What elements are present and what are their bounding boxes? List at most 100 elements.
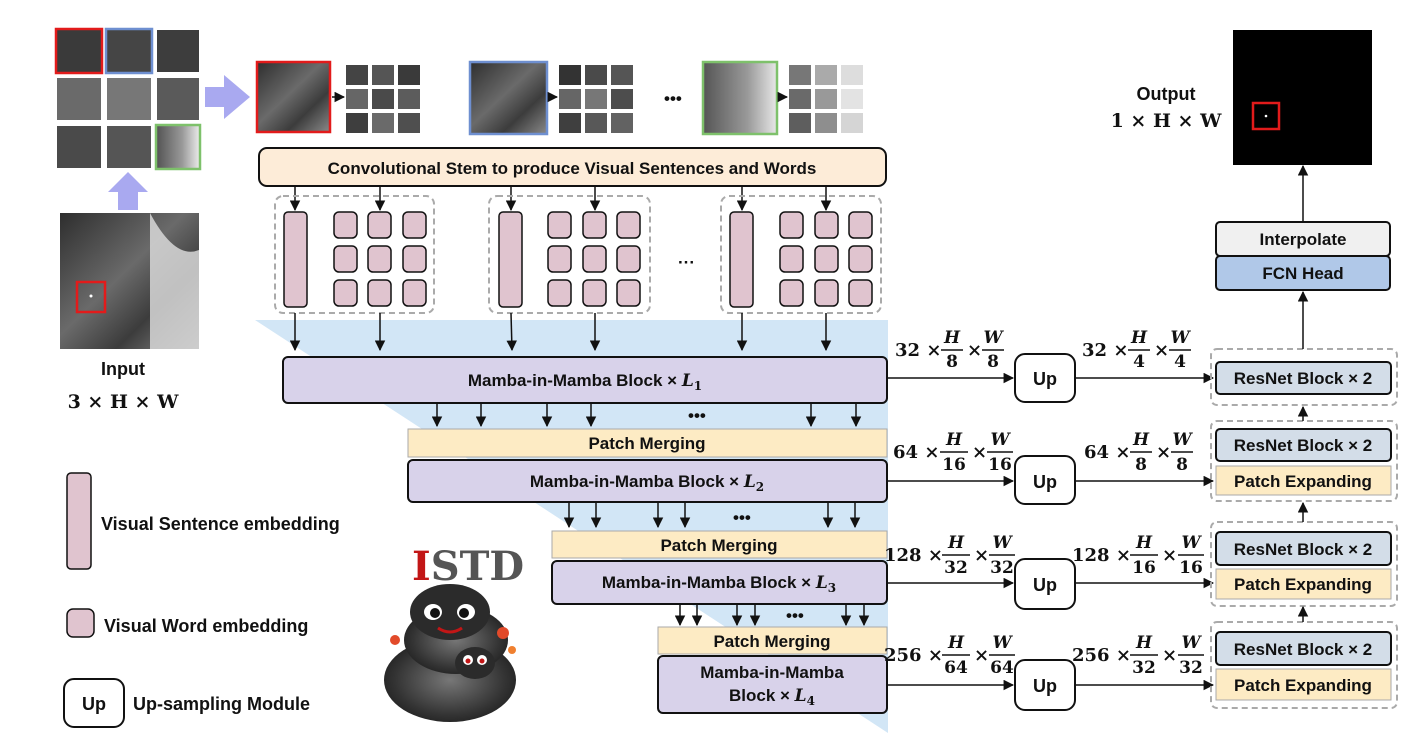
svg-text:4: 4 [1133,352,1145,372]
svg-text:W: W [990,430,1011,450]
decoder-stage-1: ResNet Block × 2 [1210,348,1398,406]
patch-merging-2-label: Patch Merging [660,536,777,555]
decoder-stage-4: ResNet Block × 2 Patch Expanding [1210,621,1398,709]
svg-text:H: H [945,430,963,450]
up-module-2: Up [1014,455,1076,505]
legend-up-symbol: Up [82,694,106,714]
svg-text:×: × [974,545,989,566]
svg-text:W: W [1181,533,1202,553]
interpolate-box [1215,221,1391,257]
embedding-group-1 [274,195,435,314]
svg-text:32: 32 [990,558,1014,578]
svg-text:W: W [1172,430,1193,450]
decoder-stage-3: ResNet Block × 2 Patch Expanding [1210,521,1398,607]
svg-text:Up: Up [1033,369,1057,389]
svg-text:H: H [947,533,965,553]
dim-left-2: 64 × H 16 × W 16 [893,430,1013,475]
mim2-down-arrows [563,502,861,529]
svg-text:16: 16 [988,455,1012,475]
convolutional-stem-box [258,147,887,187]
svg-text:32: 32 [944,558,968,578]
legend-word-swatch [66,608,95,638]
svg-text:×: × [972,442,987,463]
legend-sentence-label: Visual Sentence embedding [101,514,340,534]
interpolate-label: Interpolate [1260,230,1347,249]
svg-text:Patch Expanding: Patch Expanding [1234,472,1372,491]
patch-merging-1 [407,428,888,458]
svg-text:×: × [967,340,982,361]
svg-text:64: 64 [990,658,1014,678]
input-target-box [75,280,107,314]
istd-logo: ISTD [384,543,524,722]
svg-text:ResNet Block × 2: ResNet Block × 2 [1234,369,1372,388]
patch-ellipsis: ••• [664,89,682,108]
svg-text:4: 4 [1174,352,1186,372]
input-shape: 3 × H × W [68,391,179,413]
group-ellipsis: ··· [678,253,695,272]
svg-text:×: × [1154,340,1169,361]
up-module-3: Up [1014,558,1076,610]
output-title: Output [1137,84,1196,104]
svg-text:W: W [1181,633,1202,653]
mim-block-1-label: Mamba-in-Mamba Block × L1 [468,371,702,393]
up-module-1: Up [1014,353,1076,403]
svg-text:W: W [1170,328,1191,348]
svg-text:8: 8 [1135,455,1147,475]
mim-block-4-label-line1: Mamba-in-Mamba [700,663,844,682]
stem-arrows [289,186,832,212]
legend-sentence-swatch [66,472,92,570]
dim-left-4: 256 × H 64 × W 64 [884,633,1015,678]
mim3-down-arrows [674,604,870,627]
dim-right-1: 32 × H 4 × W 4 [1082,328,1191,372]
svg-text:8: 8 [1176,455,1188,475]
ellipsis-2: ••• [733,508,751,527]
svg-text:ResNet Block × 2: ResNet Block × 2 [1234,436,1372,455]
svg-text:Patch Expanding: Patch Expanding [1234,676,1372,695]
output-image [1233,30,1372,165]
legend: Visual Sentence embedding Visual Word em… [63,472,340,728]
embedding-group-3 [720,195,882,314]
mim-block-2-label: Mamba-in-Mamba Block × L2 [530,472,764,494]
svg-text:32 ×: 32 × [1082,340,1128,361]
patch-merging-2 [551,530,888,559]
output-shape: 1 × H × W [1111,110,1222,132]
embedding-group-2 [488,195,651,314]
svg-text:Up: Up [1033,472,1057,492]
svg-text:Up: Up [1033,575,1057,595]
skip-arrows [887,372,1215,691]
input-patch-grid [54,27,202,171]
svg-text:256 ×: 256 × [1072,645,1131,666]
svg-text:W: W [992,633,1013,653]
embedding-arrows [289,312,832,352]
mim1-down-arrows [431,403,862,428]
decoder-stage-2: ResNet Block × 2 Patch Expanding [1210,420,1398,502]
svg-text:32 ×: 32 × [895,340,941,361]
svg-text:H: H [1135,533,1153,553]
svg-text:ResNet Block × 2: ResNet Block × 2 [1234,540,1372,559]
svg-text:H: H [1135,633,1153,653]
ellipsis-3: ••• [786,606,804,625]
svg-text:64 ×: 64 × [893,442,939,463]
svg-text:×: × [974,645,989,666]
svg-text:128 ×: 128 × [1072,545,1131,566]
legend-up-label: Up-sampling Module [133,694,310,714]
mim-block-4-label-line2: Block × L4 [729,686,815,708]
svg-text:×: × [1162,645,1177,666]
sentence-patches: ••• [255,60,863,136]
patch-merging-3-label: Patch Merging [713,632,830,651]
dim-right-2: 64 × H 8 × W 8 [1084,430,1193,475]
dim-right-3: 128 × H 16 × W 16 [1072,533,1204,578]
svg-text:256 ×: 256 × [884,645,943,666]
svg-text:16: 16 [1132,558,1156,578]
svg-text:W: W [992,533,1013,553]
dim-left-3: 128 × H 32 × W 32 [884,533,1015,578]
output-target-box [1251,101,1281,131]
svg-text:×: × [1156,442,1171,463]
svg-text:8: 8 [987,352,999,372]
svg-text:W: W [983,328,1004,348]
svg-text:ResNet Block × 2: ResNet Block × 2 [1234,640,1372,659]
patch-merging-3 [657,626,888,655]
ellipsis-1: ••• [688,406,706,425]
mim-block-1 [282,356,888,404]
